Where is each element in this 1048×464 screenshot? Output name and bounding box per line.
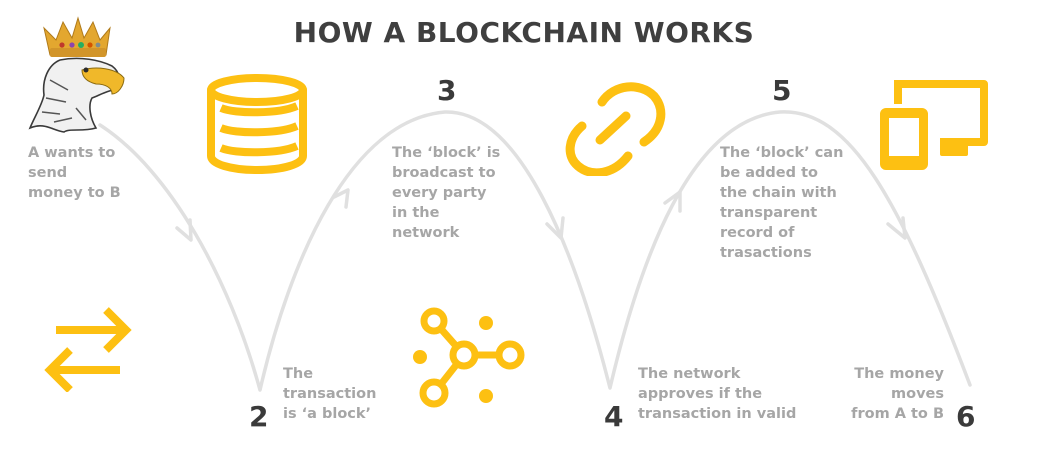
step-6-number: 6: [956, 400, 976, 433]
step-4-description: The network approves if the transaction …: [638, 366, 797, 422]
crowned-eagle-logo: [20, 10, 130, 135]
link-icon: [562, 78, 666, 176]
step-2-number: 2: [249, 400, 269, 433]
crown-icon: [43, 16, 111, 57]
eagle-head-icon: [28, 57, 125, 133]
step-2-description: The transaction is ‘a block’: [283, 366, 377, 422]
step-5-number: 5: [772, 74, 792, 107]
step-1-description: A wants to send money to B: [28, 145, 121, 201]
page-title: HOW A BLOCKCHAIN WORKS: [293, 16, 755, 49]
step-3-number: 3: [437, 74, 457, 107]
arrowhead-5: [886, 216, 907, 240]
curve-path: [98, 110, 972, 392]
transfer-arrows-icon: [40, 304, 136, 392]
arrowhead-2: [332, 188, 350, 209]
arrowhead-4: [663, 190, 682, 213]
arrowhead-3: [545, 216, 565, 240]
arrowhead-1: [175, 218, 193, 242]
devices-icon: [880, 76, 992, 172]
step-6-description: The money moves from A to B: [851, 366, 944, 422]
step-3-description: The ‘block’ is broadcast to every party …: [392, 145, 501, 241]
step-5-description: The ‘block’ can be added to the chain wi…: [720, 145, 844, 261]
network-nodes-icon: [410, 305, 528, 410]
database-icon: [205, 72, 309, 174]
step-4-number: 4: [604, 400, 624, 433]
